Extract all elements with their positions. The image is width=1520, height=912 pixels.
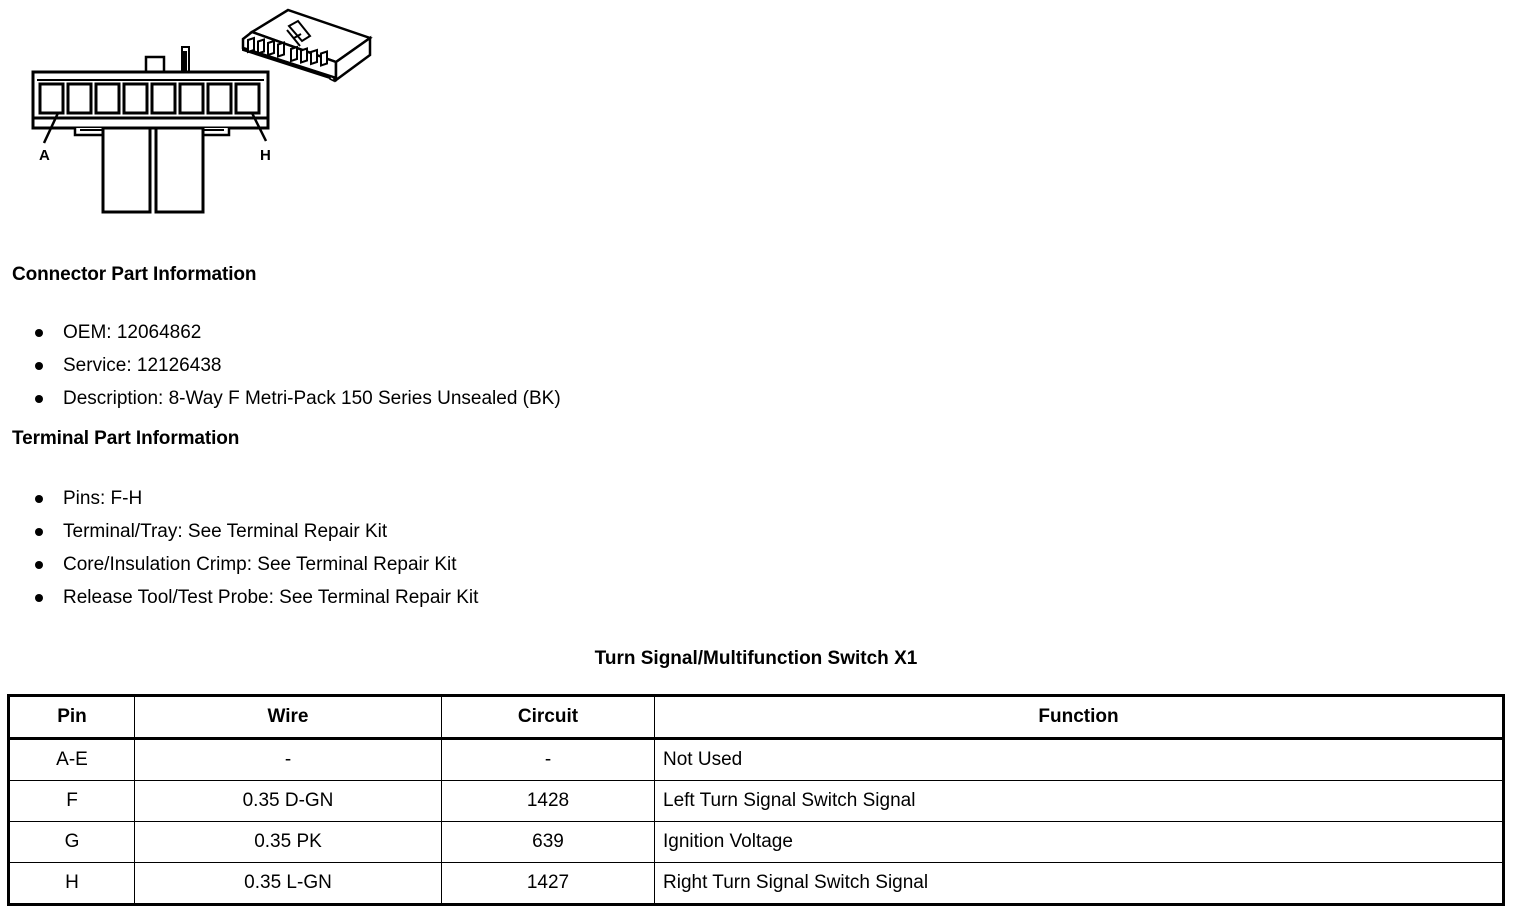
bullet-icon: [35, 395, 43, 403]
cell-pin: G: [7, 821, 135, 863]
connector-front-view: [31, 46, 270, 214]
list-item-label: Pins: F-H: [63, 488, 143, 509]
terminal-part-information-list: Pins: F-H Terminal/Tray: See Terminal Re…: [0, 482, 478, 614]
cell-pin: F: [7, 780, 135, 822]
cell-pin: A-E: [7, 738, 135, 781]
cell-wire: 0.35 PK: [134, 821, 442, 863]
bullet-icon: [35, 594, 43, 602]
table-row: G 0.35 PK 639 Ignition Voltage: [7, 821, 1505, 863]
bullet-icon: [35, 495, 43, 503]
list-item: Release Tool/Test Probe: See Terminal Re…: [0, 581, 478, 614]
connector-illustration: A H: [0, 0, 400, 235]
cell-circuit: -: [441, 738, 655, 781]
list-item: OEM: 12064862: [0, 316, 561, 349]
terminal-part-information-heading: Terminal Part Information: [12, 428, 240, 449]
table-row: A-E - - Not Used: [7, 738, 1505, 781]
pin-out-table: Pin Wire Circuit Function A-E - - Not Us…: [7, 694, 1505, 906]
connector-isometric-view: [241, 8, 373, 83]
cell-function: Right Turn Signal Switch Signal: [654, 862, 1505, 906]
list-item: Description: 8-Way F Metri-Pack 150 Seri…: [0, 382, 561, 415]
pin-label-h: H: [260, 147, 271, 164]
list-item-label: Core/Insulation Crimp: See Terminal Repa…: [63, 554, 457, 575]
pin-table-title: Turn Signal/Multifunction Switch X1: [594, 648, 918, 669]
list-item-label: Release Tool/Test Probe: See Terminal Re…: [63, 587, 479, 608]
cell-function: Ignition Voltage: [654, 821, 1505, 863]
column-header-wire: Wire: [134, 694, 442, 740]
bullet-icon: [35, 561, 43, 569]
cell-function: Not Used: [654, 738, 1505, 781]
column-header-pin: Pin: [7, 694, 135, 740]
list-item-label: Description: 8-Way F Metri-Pack 150 Seri…: [63, 388, 561, 409]
cell-circuit: 639: [441, 821, 655, 863]
table-header-row: Pin Wire Circuit Function: [7, 694, 1505, 740]
list-item: Service: 12126438: [0, 349, 561, 382]
cell-circuit: 1428: [441, 780, 655, 822]
list-item-label: Terminal/Tray: See Terminal Repair Kit: [63, 521, 388, 542]
column-header-function: Function: [654, 694, 1505, 740]
bullet-icon: [35, 528, 43, 536]
bullet-icon: [35, 362, 43, 370]
cell-circuit: 1427: [441, 862, 655, 906]
list-item: Core/Insulation Crimp: See Terminal Repa…: [0, 548, 478, 581]
cell-wire: -: [134, 738, 442, 781]
cell-function: Left Turn Signal Switch Signal: [654, 780, 1505, 822]
list-item: Pins: F-H: [0, 482, 478, 515]
connector-part-information-heading: Connector Part Information: [12, 264, 257, 285]
list-item: Terminal/Tray: See Terminal Repair Kit: [0, 515, 478, 548]
cell-wire: 0.35 D-GN: [134, 780, 442, 822]
table-row: F 0.35 D-GN 1428 Left Turn Signal Switch…: [7, 780, 1505, 822]
pin-label-a: A: [39, 147, 50, 164]
list-item-label: Service: 12126438: [63, 355, 222, 376]
bullet-icon: [35, 329, 43, 337]
cell-wire: 0.35 L-GN: [134, 862, 442, 906]
connector-part-information-list: OEM: 12064862 Service: 12126438 Descript…: [0, 316, 561, 415]
table-row: H 0.35 L-GN 1427 Right Turn Signal Switc…: [7, 862, 1505, 906]
cell-pin: H: [7, 862, 135, 906]
column-header-circuit: Circuit: [441, 694, 655, 740]
connector-drawing: A H: [31, 8, 373, 214]
list-item-label: OEM: 12064862: [63, 322, 202, 343]
